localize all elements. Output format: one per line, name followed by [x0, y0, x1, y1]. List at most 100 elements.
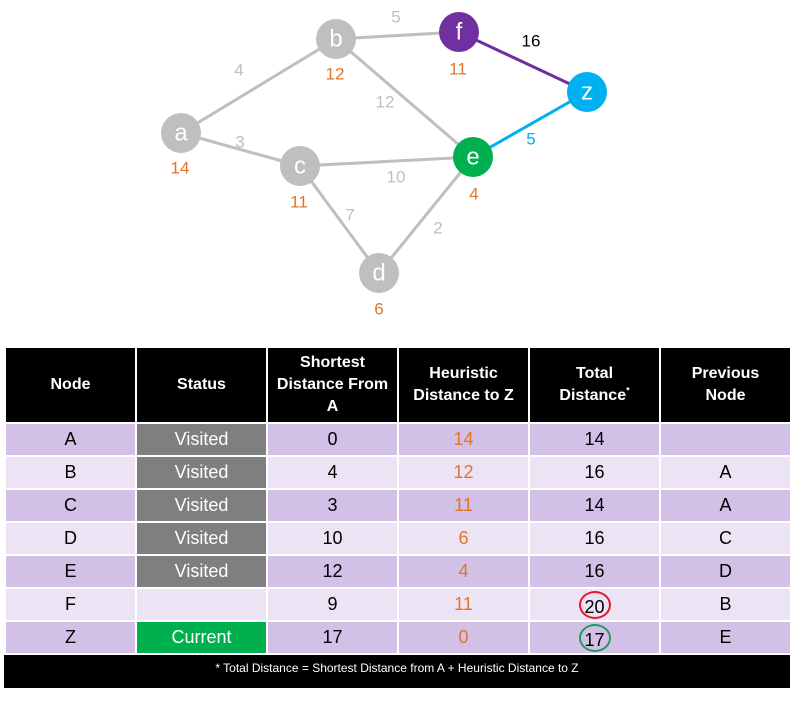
distance-table: Node Status Shortest Distance From A Heu… — [4, 346, 792, 655]
header-heuristic-line1: Heuristic — [429, 365, 498, 382]
table-row: C Visited 3 11 14 A — [4, 488, 792, 523]
table-row: F 9 11 20 B — [4, 587, 792, 622]
selected-total-circle: 17 — [578, 623, 611, 652]
distance-table-container: Node Status Shortest Distance From A Heu… — [4, 346, 792, 688]
edge-weight-a-b: 4 — [234, 60, 243, 79]
header-total-line1: Total — [575, 365, 614, 382]
edge-b-e — [335, 37, 474, 159]
cell-previous: A — [659, 455, 792, 490]
table-row: A Visited 0 14 14 — [4, 422, 792, 457]
cell-total: 17 — [528, 620, 661, 655]
cell-heuristic: 0 — [397, 620, 530, 655]
cell-shortest: 10 — [266, 521, 399, 556]
cell-node: B — [4, 455, 137, 490]
table-row: D Visited 10 6 16 C — [4, 521, 792, 556]
node-label-f: f — [456, 18, 463, 45]
edge-a-b — [180, 37, 337, 135]
edge-b-f — [335, 30, 460, 41]
cell-node: D — [4, 521, 137, 556]
cell-heuristic: 14 — [397, 422, 530, 457]
header-shortest-line3: A — [326, 398, 339, 415]
cell-status — [135, 587, 268, 622]
cell-status: Visited — [135, 554, 268, 589]
node-heuristic-a: 14 — [171, 158, 190, 177]
node-label-b: b — [329, 25, 342, 52]
node-heuristic-f: 11 — [449, 59, 467, 78]
node-heuristic-d: 6 — [374, 299, 383, 318]
cell-node: F — [4, 587, 137, 622]
node-a — [161, 113, 201, 153]
edge-weight-f-z: 16 — [522, 31, 541, 50]
cell-heuristic: 6 — [397, 521, 530, 556]
edge-c-e — [299, 155, 474, 168]
cell-shortest: 0 — [266, 422, 399, 457]
cell-node: C — [4, 488, 137, 523]
header-status: Status — [135, 346, 268, 424]
cell-node: A — [4, 422, 137, 457]
edge-c-d — [298, 165, 381, 274]
table-footnote: * Total Distance = Shortest Distance fro… — [4, 655, 790, 688]
edge-f-z — [458, 30, 588, 94]
cell-previous: C — [659, 521, 792, 556]
cell-heuristic: 12 — [397, 455, 530, 490]
header-total-line2: Distance — [559, 387, 627, 404]
edge-weight-d-e: 2 — [433, 218, 442, 237]
edge-d-e — [377, 156, 475, 274]
cell-total: 20 — [528, 587, 661, 622]
header-heuristic-line2: Distance to Z — [413, 387, 514, 404]
table-row: Z Current 17 0 17 E — [4, 620, 792, 655]
node-c — [280, 146, 320, 186]
header-previous-line2: Node — [705, 387, 746, 404]
rejected-total-circle: 20 — [578, 590, 611, 619]
cell-previous: D — [659, 554, 792, 589]
cell-status: Visited — [135, 422, 268, 457]
node-b — [316, 19, 356, 59]
edge-weight-c-e: 10 — [387, 167, 406, 186]
edge-a-c — [180, 131, 301, 168]
node-label-e: e — [466, 143, 479, 170]
header-shortest-distance: Shortest Distance From A — [266, 346, 399, 424]
cell-shortest: 17 — [266, 620, 399, 655]
table-row: E Visited 12 4 16 D — [4, 554, 792, 589]
cell-node: Z — [4, 620, 137, 655]
header-previous-node: Previous Node — [659, 346, 792, 424]
cell-heuristic: 11 — [397, 587, 530, 622]
cell-previous: E — [659, 620, 792, 655]
header-heuristic-distance: Heuristic Distance to Z — [397, 346, 530, 424]
cell-shortest: 12 — [266, 554, 399, 589]
node-heuristic-c: 11 — [290, 192, 308, 211]
table-row: B Visited 4 12 16 A — [4, 455, 792, 490]
cell-previous: A — [659, 488, 792, 523]
edge-weight-a-c: 3 — [235, 132, 244, 151]
edge-weight-b-f: 5 — [391, 7, 400, 26]
cell-status: Visited — [135, 455, 268, 490]
node-label-z: z — [581, 78, 593, 105]
cell-status: Visited — [135, 488, 268, 523]
cell-previous: B — [659, 587, 792, 622]
cell-heuristic: 11 — [397, 488, 530, 523]
header-total-distance: Total Distance* — [528, 346, 661, 424]
edge-weight-b-e: 12 — [376, 92, 395, 111]
header-total-footnote-mark: * — [626, 385, 630, 396]
cell-node: E — [4, 554, 137, 589]
node-heuristic-b: 12 — [326, 64, 345, 83]
edge-e-z — [472, 90, 588, 159]
cell-total: 16 — [528, 521, 661, 556]
cell-status: Current — [135, 620, 268, 655]
cell-total: 14 — [528, 422, 661, 457]
table-header-row: Node Status Shortest Distance From A Heu… — [4, 346, 792, 424]
cell-shortest: 4 — [266, 455, 399, 490]
node-label-a: a — [174, 119, 188, 146]
header-previous-line1: Previous — [691, 365, 760, 382]
cell-heuristic: 4 — [397, 554, 530, 589]
node-heuristic-e: 4 — [469, 184, 478, 203]
edge-weight-c-d: 7 — [345, 205, 354, 224]
node-label-c: c — [294, 152, 306, 179]
cell-status: Visited — [135, 521, 268, 556]
cell-shortest: 3 — [266, 488, 399, 523]
node-z — [567, 72, 607, 112]
node-d — [359, 253, 399, 293]
cell-shortest: 9 — [266, 587, 399, 622]
cell-total: 16 — [528, 455, 661, 490]
